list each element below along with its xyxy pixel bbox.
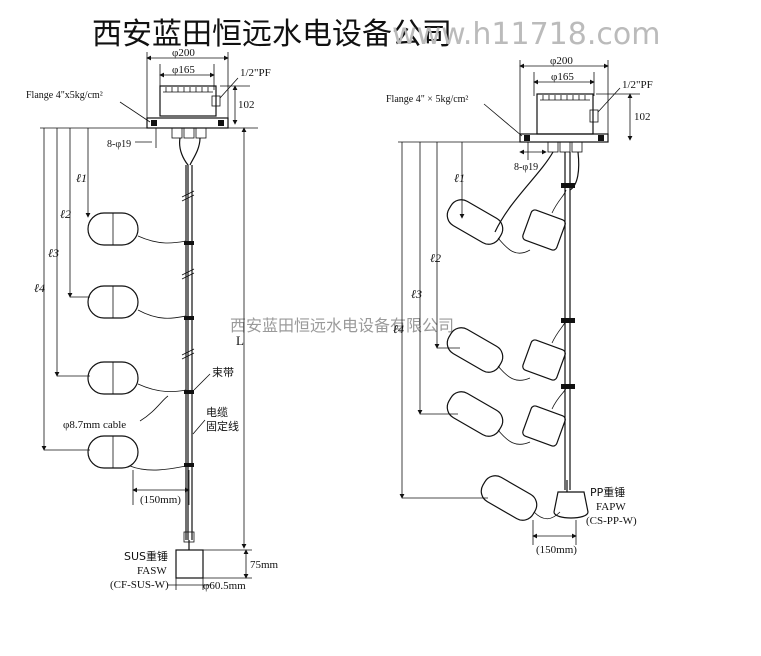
left-band: [184, 463, 194, 467]
right-gland: [571, 141, 583, 153]
right-diagram: φ200 φ165 1/2"PF 102 Flange 4" × 5kg/cm²…: [386, 55, 653, 556]
right-port: [589, 109, 599, 123]
right-l3-label: ℓ3: [411, 287, 422, 301]
left-flange: [146, 117, 229, 129]
left-gland: [171, 127, 183, 139]
right-l2-label: ℓ2: [430, 251, 441, 265]
left-cable-fix-leader: [192, 419, 206, 435]
left-break-mark: [181, 190, 195, 202]
left-float-2: [87, 285, 187, 319]
right-weight-name: PP重锤: [590, 485, 625, 499]
left-dim-200-label: φ200: [172, 47, 195, 59]
left-break-mark: [181, 348, 195, 360]
left-l2-label: ℓ2: [60, 207, 71, 221]
watermark-url: www.h11718.com: [392, 17, 660, 52]
left-flange-bolt: [151, 120, 157, 126]
left-port-leader: [219, 77, 239, 99]
left-cable-fix-2: 固定线: [206, 419, 239, 433]
right-float-4: [480, 475, 561, 521]
right-flange-bolt: [598, 135, 604, 141]
left-port-label: 1/2"PF: [240, 67, 271, 79]
watermark-company-top: 西安蓝田恒远水电设备公司: [92, 17, 452, 52]
left-cable: [179, 137, 189, 540]
left-spacing-label: (150mm): [140, 494, 181, 506]
right-dim-102-label: 102: [634, 111, 651, 123]
right-port-leader: [597, 87, 621, 113]
right-gland: [559, 141, 571, 153]
left-band-leader: [193, 373, 211, 391]
left-float-4: [87, 435, 187, 471]
right-dim-165-label: φ165: [551, 71, 574, 83]
right-float-2: [446, 319, 567, 381]
right-l1-label: ℓ1: [454, 171, 465, 185]
left-dim-165-label: φ165: [172, 64, 195, 76]
left-band: [184, 241, 194, 245]
left-dim-102-label: 102: [238, 99, 255, 111]
right-weight: [553, 491, 589, 519]
left-band: [184, 316, 194, 320]
left-port: [211, 95, 221, 107]
left-diagram: φ200 φ165 1/2"PF 102 Flange 4"x5kg/cm² 8…: [26, 47, 279, 592]
right-spacing-label: (150mm): [536, 544, 577, 556]
left-flange-leader: [119, 101, 151, 123]
right-weight-model: (CS-PP-W): [586, 515, 637, 527]
left-cable: [189, 137, 201, 166]
left-housing: [159, 85, 217, 117]
right-flange-leader: [483, 103, 523, 137]
right-flange: [519, 133, 609, 143]
right-band: [561, 183, 575, 188]
left-weight-dia-label: φ60.5mm: [203, 580, 246, 592]
left-flange-label: Flange 4"x5kg/cm²: [26, 90, 103, 101]
right-flange-label: Flange 4" × 5kg/cm²: [386, 94, 468, 105]
left-weight: [175, 549, 204, 579]
right-float-1: [446, 189, 567, 254]
left-cable-leader: [139, 395, 169, 422]
right-band: [561, 384, 575, 389]
left-weight-model: (CF-SUS-W): [110, 579, 169, 591]
left-float-1: [87, 212, 187, 246]
right-cable: [569, 151, 580, 191]
right-weight-code: FAPW: [596, 501, 626, 513]
left-weight-hook: [183, 531, 195, 543]
left-holes-label: 8-φ19: [107, 139, 131, 150]
left-cable-label: φ8.7mm cable: [63, 419, 126, 431]
right-port-label: 1/2"PF: [622, 79, 653, 91]
right-holes-label: 8-φ19: [514, 162, 538, 173]
left-weight-name: SUS重锤: [124, 549, 168, 563]
left-cable-fix-1: 电缆: [206, 406, 228, 419]
watermark-company-middle: 西安蓝田恒远水电设备有限公司: [230, 316, 454, 335]
left-weight-height-label: 75mm: [250, 559, 279, 571]
left-l1-label: ℓ1: [76, 171, 87, 185]
right-flange-bolt: [524, 135, 530, 141]
right-l4-label: ℓ4: [393, 322, 404, 336]
left-band-label: 束带: [212, 366, 234, 379]
left-l3-label: ℓ3: [48, 246, 59, 260]
left-flange-bolt: [218, 120, 224, 126]
right-band: [561, 318, 575, 323]
left-housing-fins: [163, 87, 213, 93]
right-float-3: [446, 387, 567, 447]
left-band: [184, 390, 194, 394]
right-gland: [547, 141, 559, 153]
left-weight-code: FASW: [137, 565, 167, 577]
left-break-mark: [181, 268, 195, 280]
left-float-3: [87, 361, 187, 395]
left-gland: [195, 127, 207, 139]
right-housing-fins: [540, 95, 590, 101]
left-L-label: L: [236, 333, 244, 348]
left-gland: [183, 127, 195, 139]
right-dim-200-label: φ200: [550, 55, 573, 67]
left-l4-label: ℓ4: [34, 281, 45, 295]
